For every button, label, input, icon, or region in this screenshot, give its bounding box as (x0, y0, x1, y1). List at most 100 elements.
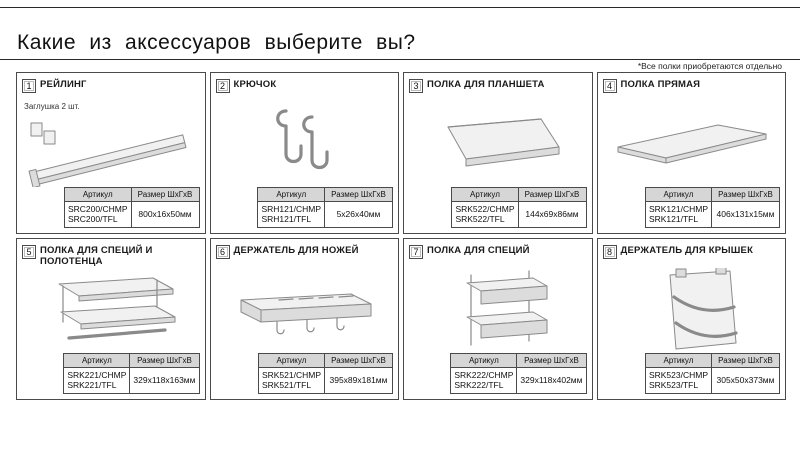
article-codes: SRK222/CHMP SRK222/TFL (450, 366, 518, 395)
article-codes: SRK121/CHMP SRK121/TFL (644, 200, 713, 229)
size-header: Размер ШхГхВ (129, 352, 200, 368)
size-header: Размер ШхГхВ (130, 186, 200, 202)
spec-table: Артикул Размер ШхГхВ SRH121/CHMP SRH121/… (257, 186, 393, 229)
card-knife-holder: 6 ДЕРЖАТЕЛЬ ДЛЯ НОЖЕЙ (209, 238, 399, 400)
article-line: SRK222/CHMP (454, 369, 514, 380)
item-title: ПОЛКА ДЛЯ СПЕЦИЙ (427, 245, 530, 256)
spice-towel-shelf-illustration (22, 268, 200, 353)
tablet-shelf-drawing (447, 118, 560, 167)
article-header: Артикул (63, 352, 131, 368)
spec-table: Артикул Размер ШхГхВ SRK523/CHMP SRK523/… (644, 352, 780, 395)
spec-table: Артикул Размер ШхГхВ SRK521/CHMP SRK521/… (257, 352, 393, 395)
railing-illustration: Заглушка 2 шт. (22, 102, 200, 187)
item-number: 1 (22, 79, 36, 93)
size-header: Размер ШхГхВ (324, 352, 393, 368)
hook-illustration (216, 102, 394, 187)
card-tablet-shelf: 3 ПОЛКА ДЛЯ ПЛАНШЕТА Артикул Размер ШхГх… (403, 72, 593, 234)
knife-holder-drawing (240, 293, 372, 335)
spice-shelf-drawing (466, 270, 548, 346)
item-number: 5 (22, 245, 36, 259)
article-header: Артикул (644, 352, 713, 368)
size-header: Размер ШхГхВ (516, 352, 587, 368)
article-header: Артикул (257, 352, 326, 368)
spec-table: Артикул Размер ШхГхВ SRK121/CHMP SRK121/… (644, 186, 780, 229)
article-codes: SRH121/CHMP SRH121/TFL (257, 200, 325, 229)
card-lid-holder: 8 ДЕРЖАТЕЛЬ ДЛЯ КРЫШЕК Артикул Размер Шх… (596, 238, 786, 400)
card-header: 3 ПОЛКА ДЛЯ ПЛАНШЕТА (409, 78, 587, 102)
item-title: КРЮЧОК (233, 79, 277, 90)
item-number: 2 (215, 79, 230, 93)
article-header: Артикул (257, 186, 325, 202)
straight-shelf-drawing (617, 124, 767, 164)
accessory-grid: 1 РЕЙЛИНГ Заглушка 2 шт. Артикул (16, 72, 786, 400)
article-header: Артикул (450, 352, 518, 368)
spice-towel-shelf-drawing (58, 277, 176, 340)
size-value: 406x131x15мм (711, 200, 780, 229)
hook-drawing (276, 109, 329, 170)
item-title: ДЕРЖАТЕЛЬ ДЛЯ НОЖЕЙ (233, 245, 359, 256)
item-number: 4 (602, 79, 617, 93)
size-header: Размер ШхГхВ (324, 186, 393, 202)
size-header: Размер ШхГхВ (517, 186, 587, 202)
lid-holder-drawing (669, 268, 738, 350)
article-line: SRH121/CHMP (261, 203, 321, 214)
spec-table: Артикул Размер ШхГхВ SRK221/CHMP SRK221/… (63, 352, 200, 395)
size-value: 305x50x373мм (711, 366, 780, 395)
article-codes: SRC200/CHMP SRC200/TFL (63, 200, 132, 229)
article-line: SRK523/TFL (648, 380, 699, 391)
size-value: 144x69x86мм (517, 200, 587, 229)
title-rule (0, 59, 800, 60)
card-header: 8 ДЕРЖАТЕЛЬ ДЛЯ КРЫШЕК (602, 244, 781, 268)
straight-shelf-illustration (603, 102, 781, 187)
size-value: 329x118x402мм (516, 366, 587, 395)
card-header: 6 ДЕРЖАТЕЛЬ ДЛЯ НОЖЕЙ (215, 244, 394, 268)
knife-holder-illustration (216, 268, 394, 353)
card-straight-shelf: 4 ПОЛКА ПРЯМАЯ Артикул Размер ШхГхВ SRK1… (596, 72, 786, 234)
article-codes: SRK221/CHMP SRK221/TFL (63, 366, 131, 395)
spice-shelf-illustration (409, 268, 587, 353)
card-header: 7 ПОЛКА ДЛЯ СПЕЦИЙ (409, 244, 587, 268)
item-number: 3 (409, 79, 423, 93)
article-line: SRK222/TFL (454, 380, 504, 391)
item-number: 8 (602, 245, 617, 259)
size-value: 800x16x50мм (130, 200, 200, 229)
size-value: 329x118x163мм (129, 366, 200, 395)
item-title: ПОЛКА ДЛЯ СПЕЦИЙ И ПОЛОТЕНЦА (40, 245, 153, 267)
article-line: SRC200/CHMP (67, 203, 128, 214)
article-line: SRK523/CHMP (648, 369, 708, 380)
article-header: Артикул (644, 186, 713, 202)
card-header: 1 РЕЙЛИНГ (22, 78, 200, 102)
article-codes: SRK522/CHMP SRK522/TFL (451, 200, 519, 229)
article-line: SRH121/TFL (261, 214, 312, 225)
article-line: SRK521/TFL (261, 380, 312, 391)
card-hook: 2 КРЮЧОК Артикул Размер ШхГхВ SRH121/CHM… (209, 72, 399, 234)
size-header: Размер ШхГхВ (711, 186, 780, 202)
article-line: SRK221/CHMP (67, 369, 127, 380)
page-title: Какие из аксессуаров выберите вы? (17, 31, 416, 54)
item-title: ДЕРЖАТЕЛЬ ДЛЯ КРЫШЕК (620, 245, 754, 256)
card-spice-towel-shelf: 5 ПОЛКА ДЛЯ СПЕЦИЙ И ПОЛОТЕНЦА Артикул Р (16, 238, 206, 400)
article-line: SRK521/CHMP (261, 369, 321, 380)
article-line: SRK121/TFL (648, 214, 699, 225)
spec-table: Артикул Размер ШхГхВ SRK522/CHMP SRK522/… (451, 186, 587, 229)
article-codes: SRK523/CHMP SRK523/TFL (644, 366, 713, 395)
card-header: 4 ПОЛКА ПРЯМАЯ (602, 78, 781, 102)
card-spice-shelf: 7 ПОЛКА ДЛЯ СПЕЦИЙ Артикул Размер ШхГхВ (403, 238, 593, 400)
article-header: Артикул (63, 186, 132, 202)
railing-drawing (28, 122, 187, 187)
item-title: ПОЛКА ПРЯМАЯ (620, 79, 701, 90)
top-rule (0, 7, 800, 8)
article-header: Артикул (451, 186, 519, 202)
article-line: SRK221/TFL (67, 380, 117, 391)
article-line: SRK121/CHMP (648, 203, 708, 214)
item-number: 6 (215, 245, 230, 259)
card-railing: 1 РЕЙЛИНГ Заглушка 2 шт. Артикул (16, 72, 206, 234)
spec-table: Артикул Размер ШхГхВ SRK222/CHMP SRK222/… (450, 352, 587, 395)
size-header: Размер ШхГхВ (711, 352, 780, 368)
item-title: РЕЙЛИНГ (40, 79, 87, 90)
item-number: 7 (409, 245, 423, 259)
size-value: 395x89x181мм (324, 366, 393, 395)
spec-table: Артикул Размер ШхГхВ SRC200/CHMP SRC200/… (63, 186, 200, 229)
article-line: SRK522/CHMP (455, 203, 515, 214)
